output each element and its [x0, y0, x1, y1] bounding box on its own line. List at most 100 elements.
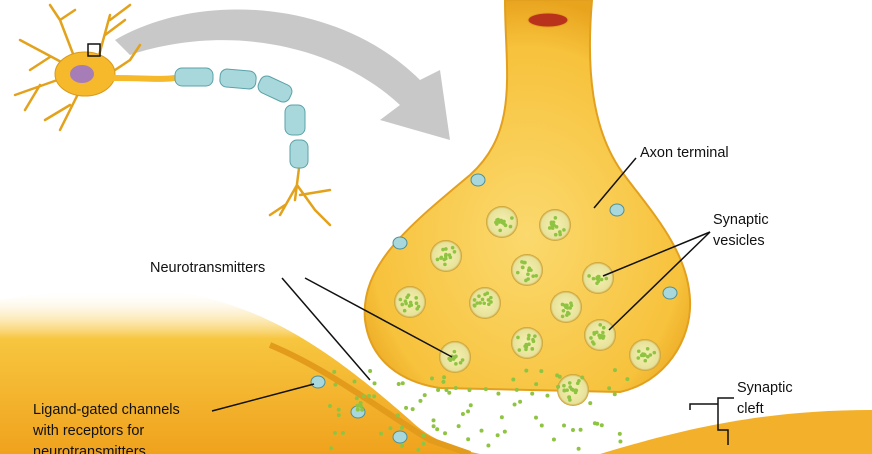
neurotransmitter-dot [429, 376, 434, 381]
neurotransmitter-dot [601, 325, 606, 330]
neurotransmitter-dot [472, 303, 477, 308]
neurotransmitter-dots [328, 368, 630, 452]
neurotransmitter-dot [489, 295, 493, 300]
neurotransmitter-dot [625, 377, 630, 382]
neurotransmitter-dot [527, 333, 531, 338]
postsynaptic-cell-right [600, 410, 872, 454]
neurotransmitter-dot [534, 274, 539, 278]
neurotransmitter-dot [418, 398, 423, 403]
neurotransmitter-dot [435, 257, 440, 262]
neurotransmitter-dot [549, 220, 554, 225]
neurotransmitter-dot [508, 224, 513, 229]
neurotransmitter-dot [468, 403, 473, 408]
neurotransmitter-dot [514, 387, 519, 392]
neurotransmitter-dot [416, 447, 421, 452]
neurotransmitter-dot [443, 262, 447, 267]
neurotransmitter-dot [456, 424, 461, 429]
neurotransmitter-dot [545, 393, 550, 398]
neurotransmitter-dot [643, 358, 648, 363]
neurotransmitter-dot [499, 415, 504, 420]
leader-lines [211, 157, 734, 445]
neurotransmitter-dot [414, 296, 418, 300]
neurotransmitter-dot [405, 295, 409, 300]
neurotransmitter-dot [526, 336, 531, 341]
neurotransmitter-dot [511, 377, 516, 382]
neurotransmitter-dot [553, 232, 558, 237]
neurotransmitter-dot [520, 265, 525, 270]
neurotransmitter-dot [466, 409, 471, 414]
neurotransmitter-dot [439, 255, 444, 260]
neurotransmitter-dot [533, 415, 538, 420]
neurotransmitter-dot [547, 226, 552, 230]
neurotransmitter-dot [515, 270, 520, 275]
neurotransmitter-dot [396, 413, 401, 418]
neurotransmitter-dot [453, 385, 458, 390]
neurotransmitter-dot [560, 314, 565, 319]
neurotransmitter-dot [562, 388, 567, 393]
neurotransmitter-dot [475, 301, 480, 305]
neurotransmitter-dot [400, 443, 405, 448]
neurotransmitter-dot [460, 411, 465, 416]
neurotransmitter-dot [520, 260, 524, 264]
neurotransmitter-dot [482, 301, 487, 306]
neurotransmitter-dot [580, 375, 585, 380]
neurotransmitter-dot [617, 431, 622, 436]
neurotransmitter-dot [442, 257, 447, 262]
neurotransmitter-dot [523, 260, 527, 265]
neurotransmitter-dot [355, 403, 360, 408]
neurotransmitter-dot [431, 424, 436, 429]
neurotransmitter-dot [409, 303, 414, 307]
label-synaptic-vesicles-line1: Synaptic [713, 212, 769, 228]
neurotransmitter-dot [518, 399, 523, 404]
neurotransmitter-dot [642, 352, 646, 357]
neurotransmitter-dot [495, 433, 500, 438]
neurotransmitter-dot [552, 223, 556, 228]
neurotransmitter-dot [569, 301, 573, 305]
neurotransmitter-dot [594, 330, 599, 335]
neurotransmitter-dot [422, 393, 427, 398]
neurotransmitter-dot [498, 228, 502, 233]
neurotransmitter-dot [336, 407, 341, 412]
neurotransmitter-dot [444, 247, 448, 251]
neurotransmitter-dot [524, 368, 529, 373]
neurotransmitter-dot [556, 384, 561, 389]
neurotransmitter-dot [400, 302, 405, 307]
neurotransmitter-dot [531, 274, 535, 278]
neurotransmitter-dot [329, 446, 334, 451]
label-synaptic-cleft-line2: cleft [737, 401, 764, 417]
neurotransmitter-dot [466, 437, 471, 442]
neurotransmitter-dot [636, 349, 641, 354]
postsynaptic-membrane [268, 342, 471, 454]
neurotransmitter-dot [483, 292, 487, 297]
neurotransmitter-dot [553, 216, 558, 220]
neurotransmitter-dot [588, 401, 593, 406]
neurotransmitter-dot [402, 308, 407, 313]
neurotransmitter-dot [472, 298, 477, 302]
neurotransmitter-dot [523, 344, 527, 348]
neurotransmitter-dot [557, 374, 562, 379]
neurotransmitter-dot [452, 249, 457, 254]
neurotransmitter-dot [478, 301, 482, 305]
neurotransmitter-dot [652, 350, 657, 355]
label-ligand-line1: Ligand-gated channels [33, 402, 180, 418]
neurotransmitter-dot [403, 299, 408, 303]
label-synaptic-vesicles-line2: vesicles [713, 233, 765, 249]
neurotransmitter-dot [517, 348, 522, 352]
neurotransmitter-dot [328, 404, 333, 409]
neurotransmitter-dot [354, 396, 359, 401]
label-axon-terminal: Axon terminal [640, 145, 729, 161]
neurotransmitter-dot [526, 268, 531, 273]
neurotransmitter-dot [512, 402, 517, 407]
neuron-icon [13, 3, 332, 227]
neurotransmitter-dot [396, 382, 401, 387]
neurotransmitter-dot [451, 357, 456, 361]
neurotransmitter-dot [612, 392, 617, 397]
neurotransmitter-dot [435, 427, 440, 432]
neurotransmitter-dot [562, 228, 566, 232]
neurotransmitter-dot [510, 216, 514, 220]
neurotransmitter-dot [551, 437, 556, 442]
neurotransmitter-dot [441, 379, 446, 384]
neurotransmitter-dot [516, 335, 520, 340]
neurotransmitter-dot [366, 394, 371, 399]
zoom-arrow-icon [115, 9, 450, 141]
